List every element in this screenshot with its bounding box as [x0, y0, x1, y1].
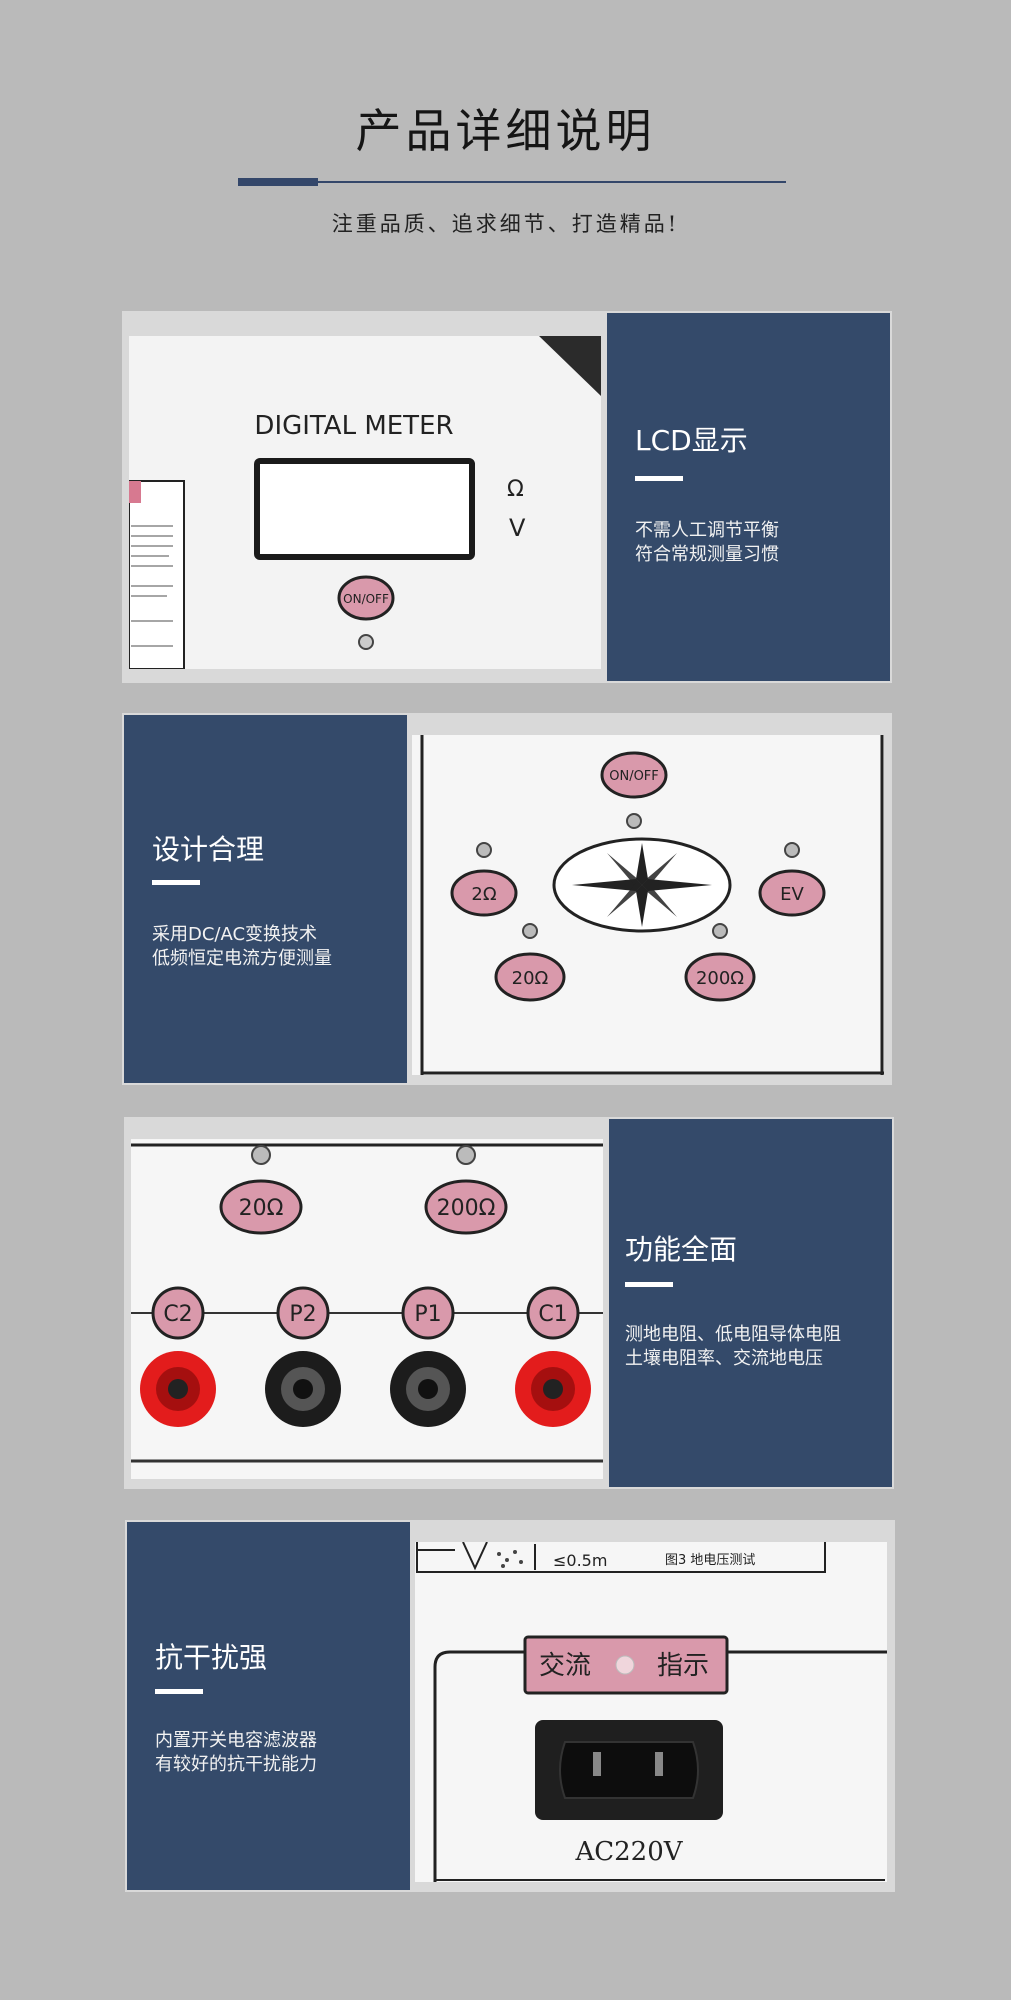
ac-label-right: 指示 [657, 1651, 709, 1681]
terminal-p1-label: P1 [414, 1302, 441, 1327]
info-panel-functions: 功能全面 测地电阻、低电阻导体电阻 土壤电阻率、交流地电压 [607, 1117, 894, 1489]
range-200-button[interactable] [424, 1179, 508, 1235]
photo-terminals: 20Ω 200Ω C2 P2 P1 C1 [131, 1139, 603, 1479]
section-title-bar [635, 476, 683, 481]
range-20-label: 20Ω [239, 1196, 284, 1221]
section-design: 设计合理 采用DC/AC变换技术 低频恒定电流方便测量 ON/OFF [122, 713, 892, 1085]
header: 产品详细说明 注重品质、追求细节、打造精品! [0, 0, 1011, 300]
range-ev-label: EV [780, 884, 804, 905]
socket-voltage-label: AC220V [574, 1837, 683, 1867]
ac-power-socket[interactable] [535, 1720, 723, 1820]
distance-label: ≤0.5m [553, 1551, 607, 1570]
unit-ohm-label: Ω [507, 477, 524, 502]
range-ev-button[interactable] [758, 869, 826, 917]
terminal-p2-label: P2 [289, 1302, 316, 1327]
page-subtitle: 注重品质、追求细节、打造精品! [331, 212, 680, 236]
unit-v-label: V [509, 514, 526, 542]
on-off-label: ON/OFF [609, 769, 659, 784]
terminal-c1-label: C1 [538, 1302, 567, 1327]
title-divider-accent [238, 178, 318, 186]
star-icon [572, 843, 712, 927]
section-title-bar [152, 880, 200, 885]
on-off-button[interactable] [600, 751, 668, 799]
photo-ac-socket: ≤0.5m 图3 地电压测试 交流 指示 AC220V [415, 1542, 887, 1882]
section-title: 设计合理 [152, 833, 265, 866]
range-2-button[interactable] [450, 869, 518, 917]
info-panel-design: 设计合理 采用DC/AC变换技术 低频恒定电流方便测量 [122, 713, 409, 1085]
section-lcd: DIGITAL METER Ω V ON/OFF LCD显示 不需人工调节平衡 … [122, 311, 892, 683]
meter-label: DIGITAL METER [254, 411, 453, 441]
ac-indicator-led [615, 1655, 635, 1675]
section-title: LCD显示 [635, 424, 748, 457]
section-description: 内置开关电容滤波器 有较好的抗干扰能力 [155, 1730, 317, 1775]
figure-caption: 图3 地电压测试 [665, 1553, 755, 1568]
section-title: 功能全面 [625, 1233, 738, 1266]
photo-range-selector: ON/OFF 2Ω EV 20Ω 200 [412, 735, 884, 1075]
ac-label-left: 交流 [539, 1651, 591, 1681]
terminal-c2-label: C2 [163, 1302, 192, 1327]
range-2-label: 2Ω [471, 884, 496, 905]
on-off-button[interactable] [337, 575, 395, 621]
section-anti-interference: 抗干扰强 内置开关电容滤波器 有较好的抗干扰能力 ≤0.5m 图3 地电压测试 … [125, 1520, 895, 1892]
range-200-label: 200Ω [437, 1196, 496, 1221]
on-off-label: ON/OFF [343, 592, 389, 606]
section-description: 测地电阻、低电阻导体电阻 土壤电阻率、交流地电压 [625, 1324, 841, 1369]
section-description: 采用DC/AC变换技术 低频恒定电流方便测量 [152, 924, 332, 969]
page-title: 产品详细说明 [355, 104, 656, 158]
jack-c1[interactable] [515, 1351, 591, 1427]
section-title: 抗干扰强 [155, 1641, 268, 1674]
range-20-button[interactable] [219, 1179, 303, 1235]
section-functions: 20Ω 200Ω C2 P2 P1 C1 [124, 1117, 894, 1489]
photo-digital-meter: DIGITAL METER Ω V ON/OFF [129, 336, 601, 669]
info-panel-lcd: LCD显示 不需人工调节平衡 符合常规测量习惯 [605, 311, 892, 683]
jack-p2[interactable] [265, 1351, 341, 1427]
section-title-bar [625, 1282, 673, 1287]
info-panel-anti-interference: 抗干扰强 内置开关电容滤波器 有较好的抗干扰能力 [125, 1520, 412, 1892]
section-description: 不需人工调节平衡 符合常规测量习惯 [635, 520, 779, 565]
range-20-label: 20Ω [512, 968, 549, 989]
range-20-button[interactable] [494, 952, 566, 1002]
lcd-screen [254, 458, 475, 560]
range-200-button[interactable] [684, 952, 756, 1002]
title-divider [238, 181, 786, 183]
jack-c2[interactable] [140, 1351, 216, 1427]
jack-p1[interactable] [390, 1351, 466, 1427]
section-title-bar [155, 1689, 203, 1694]
indicator-led [358, 634, 374, 650]
range-200-label: 200Ω [696, 968, 744, 989]
